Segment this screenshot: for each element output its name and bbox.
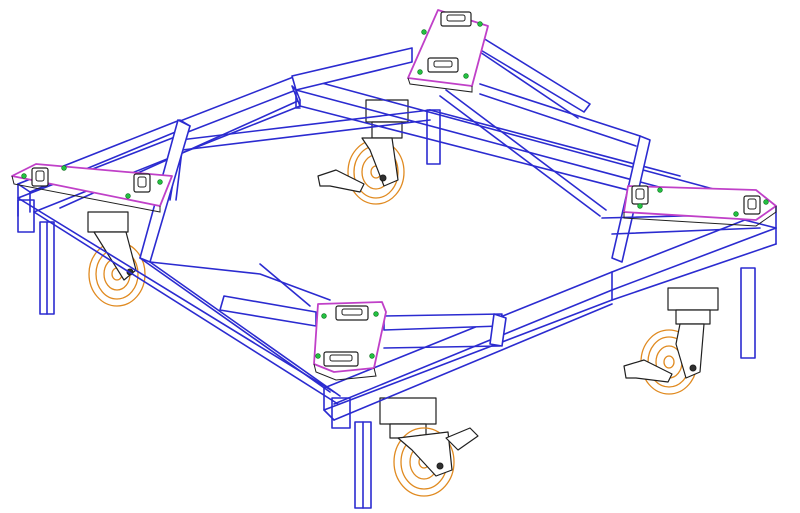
plate-right-pad-left — [631, 185, 649, 205]
corner-bracket-back — [291, 29, 591, 119]
caster-front — [379, 397, 479, 497]
leg-left-stub — [17, 199, 35, 233]
caster-right-mount — [667, 287, 719, 311]
leg-left — [39, 221, 55, 315]
mounting-plate-back — [407, 9, 489, 93]
cross-braces — [139, 83, 641, 397]
bolt — [421, 29, 427, 35]
mounting-plate-right — [623, 185, 777, 227]
plate-front-pad-top — [335, 305, 369, 321]
bolt — [321, 313, 327, 319]
plate-right-pad-right — [743, 195, 761, 215]
caster-right — [623, 287, 719, 395]
bolt — [315, 353, 321, 359]
mounting-plate-front — [313, 301, 387, 381]
bolt — [637, 203, 643, 209]
leg-front — [354, 421, 372, 509]
bolt — [733, 211, 739, 217]
rail-front-left — [17, 183, 339, 405]
bolt — [477, 21, 483, 27]
plate-back-pad-top — [440, 11, 472, 27]
leg-right — [740, 267, 756, 359]
caster-left-mount — [87, 211, 129, 233]
bolt — [61, 165, 67, 171]
frame — [17, 29, 777, 421]
bolt — [157, 179, 163, 185]
bolt — [125, 193, 131, 199]
caster-front-mount — [379, 397, 437, 425]
bolt — [417, 69, 423, 75]
bolt — [369, 353, 375, 359]
bolt — [763, 199, 769, 205]
corner-bracket-front — [219, 295, 507, 349]
brake-lever-right — [623, 359, 673, 383]
bolt — [463, 73, 469, 79]
plate-left-pad-left — [31, 167, 49, 187]
brake-lever-front — [445, 427, 479, 451]
bolt — [373, 311, 379, 317]
plate-left-pad-right — [133, 173, 151, 193]
plate-front-pad-bottom — [323, 351, 359, 367]
bolt — [21, 173, 27, 179]
plate-back-pad-bottom — [427, 57, 459, 73]
mounting-plate-left — [11, 163, 173, 213]
brake-lever-back — [317, 169, 365, 193]
rail-front-right — [611, 205, 777, 301]
leg-back — [426, 109, 441, 165]
bolt — [657, 187, 663, 193]
